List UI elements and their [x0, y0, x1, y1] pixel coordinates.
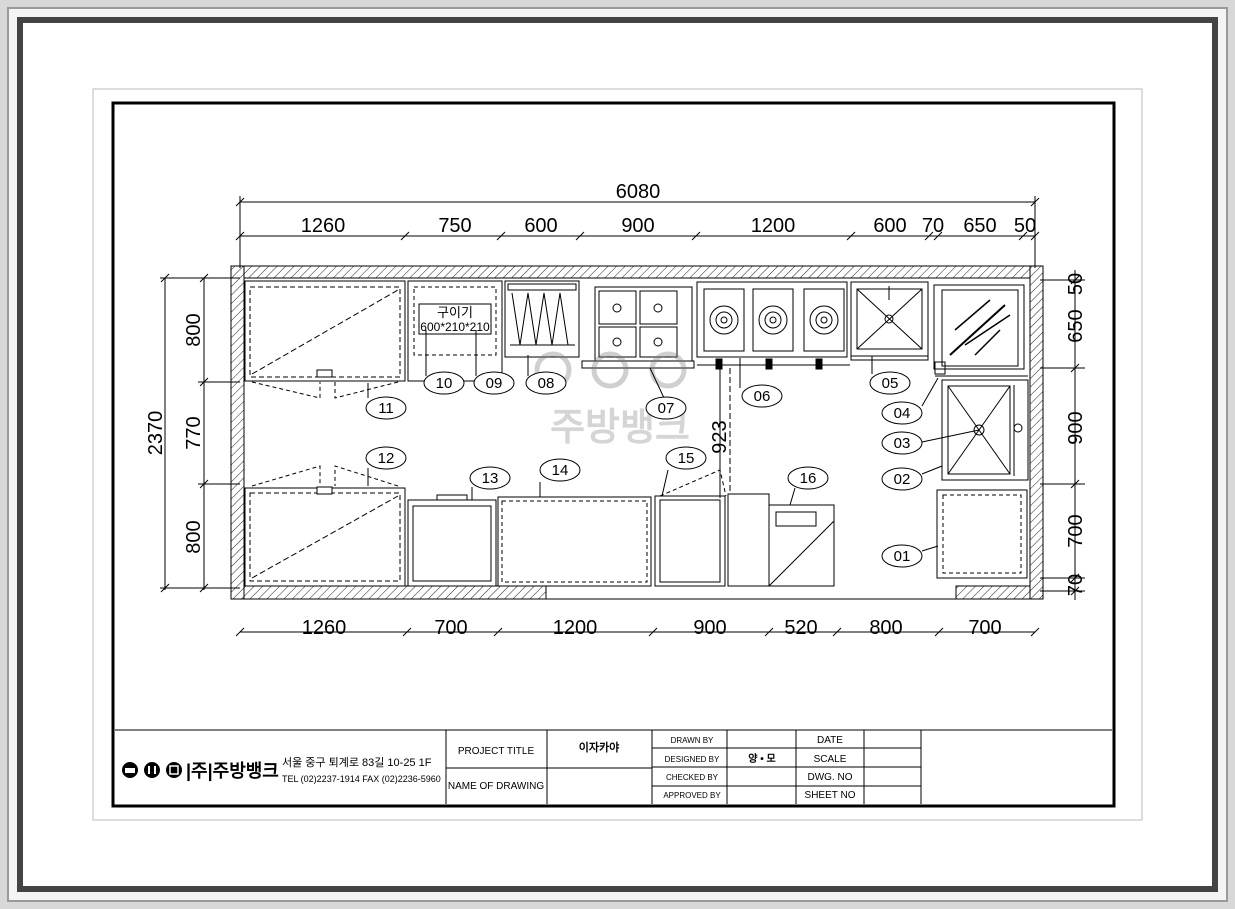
cabinet-right [936, 489, 1028, 579]
dim-left-1: 800 [183, 313, 205, 346]
shelf-rack [504, 280, 580, 358]
title-block [115, 729, 1112, 804]
tag-06: 06 [754, 388, 771, 405]
dim-inner: 923 [709, 420, 731, 453]
refrigerator-bottom-left [244, 465, 406, 587]
drawing-border [111, 101, 1116, 808]
tag-03: 03 [894, 435, 911, 452]
company-phone: TEL (02)2237-1914 FAX (02)2236-5960 [282, 774, 441, 784]
company-name: |주|주방뱅크 [186, 761, 279, 781]
tag-14: 14 [552, 462, 569, 479]
dim-bottom-6: 800 [869, 617, 902, 639]
tag-09: 09 [486, 375, 503, 392]
tag-04: 04 [894, 405, 911, 422]
watermark: 주방뱅크 [534, 351, 690, 449]
tag-labels: 01 02 03 04 05 06 07 08 09 10 11 12 13 1… [378, 375, 911, 565]
tag-ellipses [365, 371, 923, 568]
tag-15: 15 [678, 450, 695, 467]
sheet-no-label: SHEET NO [805, 790, 856, 801]
date-label: DATE [817, 735, 843, 746]
dim-top-7: 70 [922, 215, 944, 237]
sink-top [850, 281, 929, 361]
tag-12: 12 [378, 450, 395, 467]
dim-right-4: 700 [1065, 514, 1087, 547]
dim-right-1: 50 [1065, 273, 1087, 295]
left-dims: 2370 800 770 800 [145, 313, 205, 553]
right-dims: 50 650 900 700 70 [1065, 273, 1087, 596]
grill-size: 600*210*210 [420, 320, 490, 334]
dim-right-3: 900 [1065, 411, 1087, 444]
tag-08: 08 [538, 375, 555, 392]
equipment-tags [367, 330, 980, 552]
refrigerator-top-left [244, 280, 406, 399]
tag-07: 07 [658, 400, 675, 417]
dim-left-total: 2370 [145, 411, 167, 456]
tag-05: 05 [882, 375, 899, 392]
tag-11: 11 [378, 400, 394, 417]
work-table-small [407, 494, 497, 587]
dim-top-1: 1260 [301, 215, 346, 237]
dim-bottom-7: 700 [968, 617, 1001, 639]
dimensions [160, 196, 1085, 633]
dim-top-2: 750 [438, 215, 471, 237]
designed-by-value: 양 • 모 [748, 753, 775, 765]
dim-top-5: 1200 [751, 215, 796, 237]
company-address: 서울 중구 퇴계로 83길 10-25 1F [282, 756, 432, 769]
dim-top-6: 600 [873, 215, 906, 237]
top-dims: 1260 750 600 900 1200 600 70 650 50 [301, 215, 1036, 237]
gas-range [696, 281, 850, 370]
tag-01: 01 [894, 548, 911, 565]
project-title-value: 이자카야 [579, 740, 619, 754]
paper [92, 88, 1143, 821]
dim-right-5: 70 [1065, 574, 1087, 596]
dim-top-3: 600 [524, 215, 557, 237]
tag-02: 02 [894, 471, 911, 488]
dim-right-2: 650 [1065, 309, 1087, 342]
equipment [244, 280, 1029, 587]
logo-utensil-icon [144, 762, 160, 778]
dim-left-3: 800 [183, 520, 205, 553]
work-table-large [497, 496, 652, 587]
dim-bottom-3: 1200 [553, 617, 598, 639]
drawn-by-label: DRAWN BY [671, 736, 714, 745]
company-logo [122, 762, 182, 778]
scale-label: SCALE [814, 754, 847, 765]
dim-bottom-4: 900 [693, 617, 726, 639]
bottom-dims: 1260 700 1200 900 520 800 700 [302, 617, 1002, 639]
dim-left-2: 770 [183, 416, 205, 449]
dwg-no-label: DWG. NO [808, 772, 853, 783]
checked-by-label: CHECKED BY [666, 773, 719, 782]
project-title-label: PROJECT TITLE [458, 746, 535, 757]
designed-by-label: DESIGNED BY [665, 755, 720, 764]
dim-top-8: 650 [963, 215, 996, 237]
cold-table [581, 286, 695, 369]
grill-label: 구이기 [437, 305, 473, 320]
equipment-16 [727, 493, 835, 587]
logo-oven-icon [166, 762, 182, 778]
dim-bottom-1: 1260 [302, 617, 347, 639]
approved-by-label: APPROVED BY [663, 791, 721, 800]
title-block-labels: PROJECT TITLE 이자카야 NAME OF DRAWING DRAWN… [448, 735, 856, 801]
dim-bottom-5: 520 [784, 617, 817, 639]
dim-total-width: 6080 [616, 181, 661, 203]
dish-rack [933, 284, 1025, 375]
dim-bottom-2: 700 [434, 617, 467, 639]
tag-16: 16 [800, 470, 817, 487]
name-of-drawing-label: NAME OF DRAWING [448, 781, 545, 792]
tag-10: 10 [436, 375, 453, 392]
dim-top-9: 50 [1014, 215, 1036, 237]
tag-13: 13 [482, 470, 499, 487]
dimension-ticks [160, 231, 1080, 637]
dim-top-4: 900 [621, 215, 654, 237]
